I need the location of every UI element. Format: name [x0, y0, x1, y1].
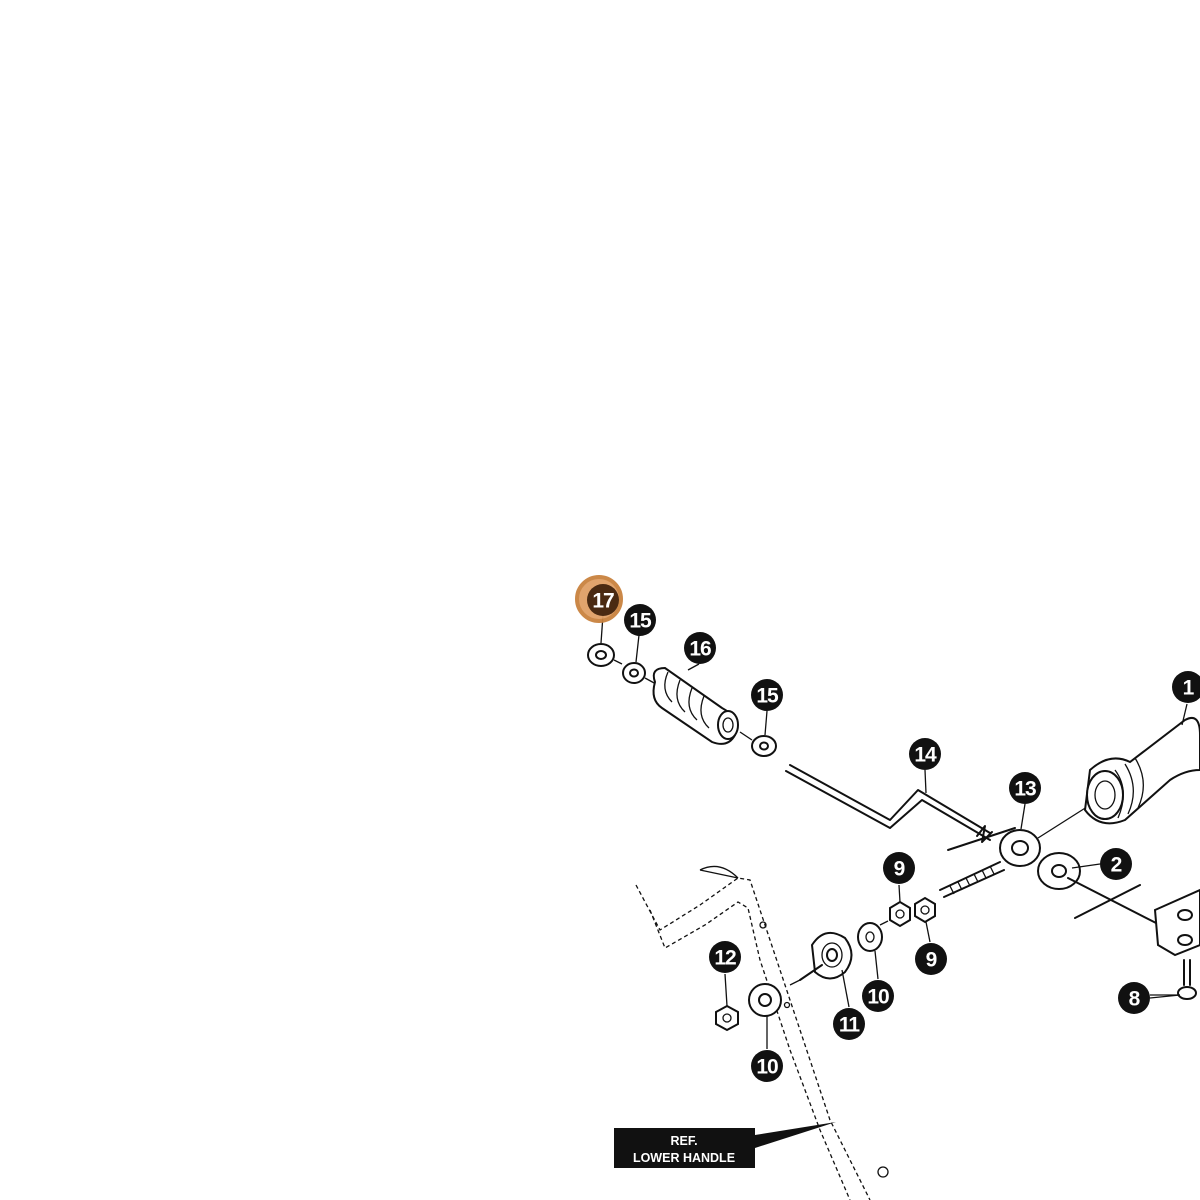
callout-label: 9: [894, 858, 905, 881]
callout-label: 11: [839, 1014, 861, 1037]
callout-label: 1: [1183, 677, 1195, 700]
callout-12[interactable]: 12: [709, 941, 741, 973]
grip-16: [652, 666, 739, 745]
bushing-11: [799, 931, 853, 981]
nut-9-upper: [889, 900, 911, 928]
callout-14[interactable]: 14: [909, 738, 941, 770]
callout-label: 13: [1014, 778, 1036, 801]
washer-15-right: [751, 735, 777, 757]
callout-9-lower[interactable]: 9: [915, 943, 947, 975]
callout-label: 15: [629, 610, 652, 633]
callout-label: 9: [926, 949, 937, 972]
nut-12: [715, 1004, 739, 1032]
shift-rod: [785, 764, 1016, 851]
callout-label: 12: [714, 947, 736, 970]
callout-11[interactable]: 11: [833, 1008, 865, 1040]
callout-13[interactable]: 13: [1009, 772, 1041, 804]
washer-17: [587, 643, 615, 667]
callout-8[interactable]: 8: [1118, 982, 1150, 1014]
callout-label: 10: [756, 1056, 778, 1079]
callout-2[interactable]: 2: [1100, 848, 1132, 880]
callout-1[interactable]: 1: [1172, 671, 1200, 703]
washer-10-lower: [748, 983, 782, 1017]
callout-label: 16: [689, 638, 711, 661]
callout-15-left[interactable]: 15: [624, 604, 656, 636]
callout-16[interactable]: 16: [684, 632, 716, 664]
washer-15-left: [622, 662, 646, 684]
callout-label: 15: [756, 685, 779, 708]
clevis-bracket: [1067, 877, 1200, 1000]
callout-label: 14: [914, 744, 937, 767]
callout-label: 10: [867, 986, 889, 1009]
callout-15-right[interactable]: 15: [751, 679, 783, 711]
lower-handle: [635, 865, 889, 1200]
ref-lower-handle-label: REF. LOWER HANDLE: [614, 1122, 836, 1168]
eye-bolt-13: [939, 829, 1041, 898]
callout-label: 2: [1111, 854, 1122, 877]
bracket-1: [1083, 716, 1200, 825]
callout-label: 8: [1129, 988, 1141, 1011]
callout-10-upper[interactable]: 10: [862, 980, 894, 1012]
callout-10-lower[interactable]: 10: [751, 1050, 783, 1082]
ref-label-line2: LOWER HANDLE: [633, 1151, 735, 1165]
callout-9-upper[interactable]: 9: [883, 852, 915, 884]
washer-10-upper: [857, 922, 883, 952]
washer-2: [1037, 852, 1081, 890]
ref-label-line1: REF.: [670, 1134, 697, 1148]
nut-9-lower: [914, 896, 936, 924]
leader-lines: [600, 614, 1188, 1049]
callout-17[interactable]: 17: [575, 575, 623, 623]
callout-label: 17: [592, 590, 614, 613]
